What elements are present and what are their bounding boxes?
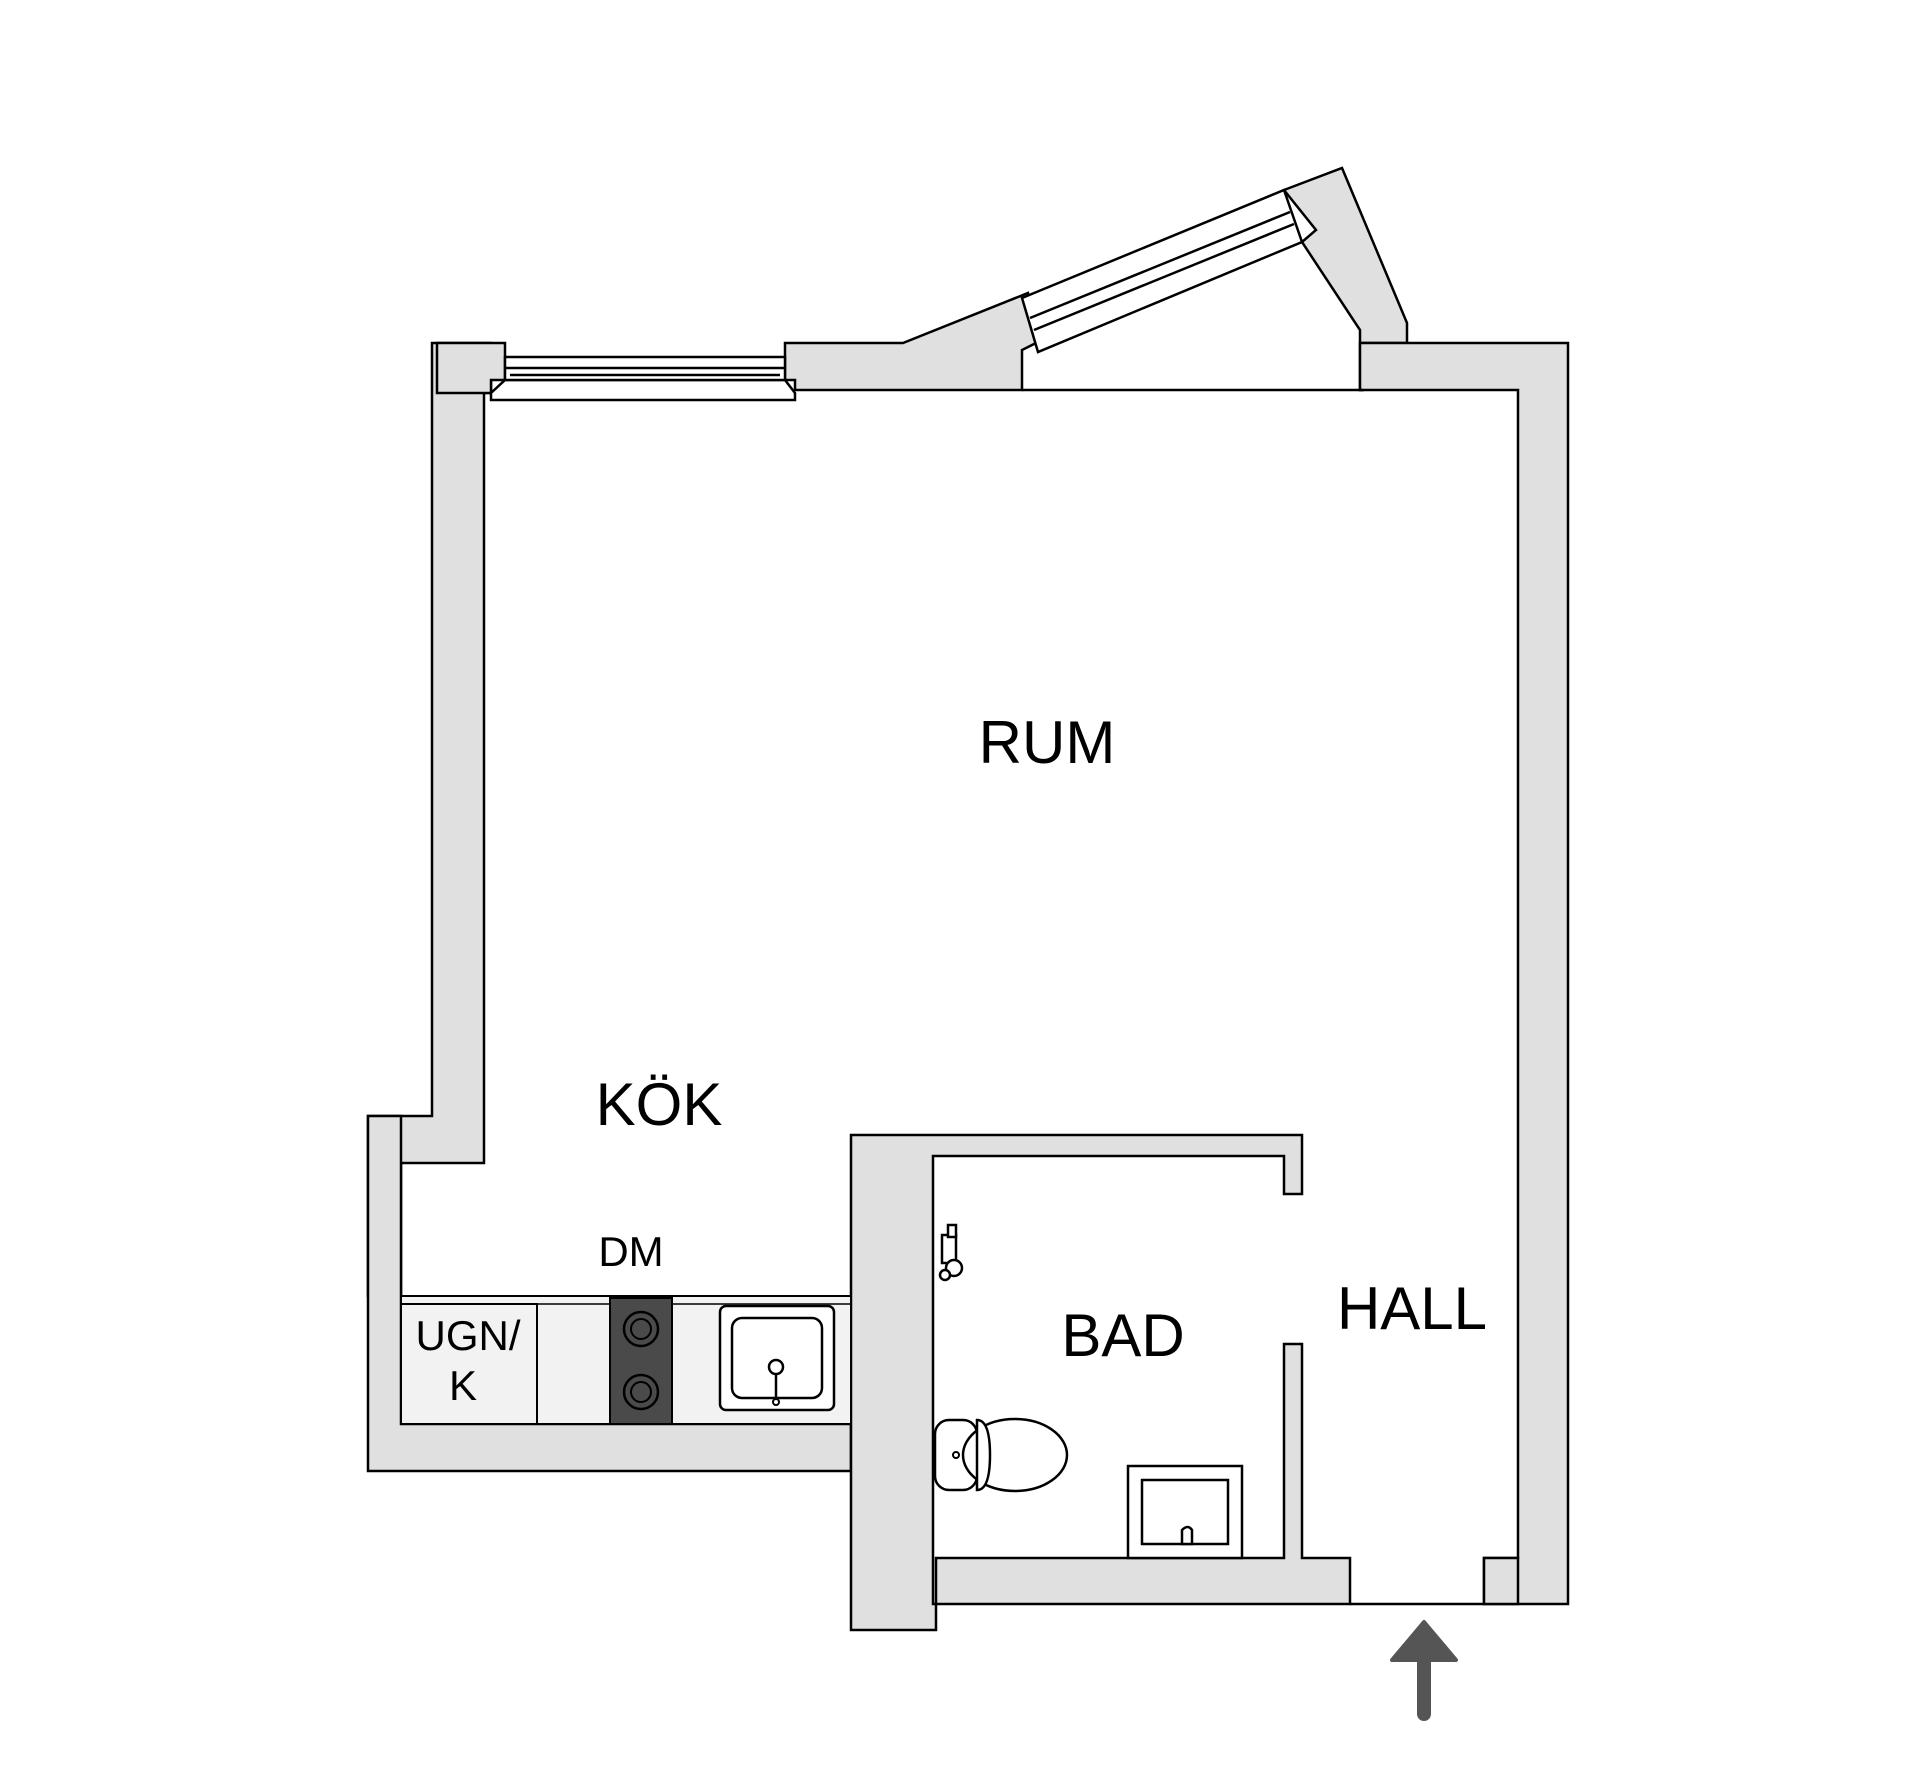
wall-top-middle [783, 291, 1040, 392]
oven-fridge-label-line1: UGN/ [416, 1312, 521, 1359]
toilet-icon [933, 1417, 1069, 1493]
room-label-hall: HALL [1337, 1275, 1487, 1342]
window-bay [1020, 188, 1304, 354]
oven-fridge-cabinet [400, 1303, 538, 1425]
entrance-arrow-icon [1390, 1620, 1458, 1721]
oven-fridge-label-line2: K [449, 1362, 477, 1409]
bath-sink-icon [1126, 1464, 1244, 1560]
wall-bath-left [849, 1133, 1304, 1632]
walls [366, 166, 1570, 1632]
burner-icon [622, 1310, 660, 1348]
interior-outline [1022, 388, 1484, 1606]
shower-tap-icon [938, 1223, 964, 1282]
room-label-bad: BAD [1061, 1302, 1184, 1369]
window-top-left [489, 355, 797, 402]
kitchen-sink-icon [718, 1304, 836, 1412]
room-label-rum: RUM [979, 709, 1116, 776]
dishwasher-label: DM [598, 1228, 663, 1275]
kitchen-counter [400, 1295, 852, 1425]
burner-icon [622, 1373, 660, 1411]
wall-bottom-right [1482, 1556, 1520, 1606]
wall-top-left [435, 341, 507, 395]
wall-top-right [1358, 341, 1570, 1606]
room-label-kok: KÖK [596, 1071, 723, 1138]
